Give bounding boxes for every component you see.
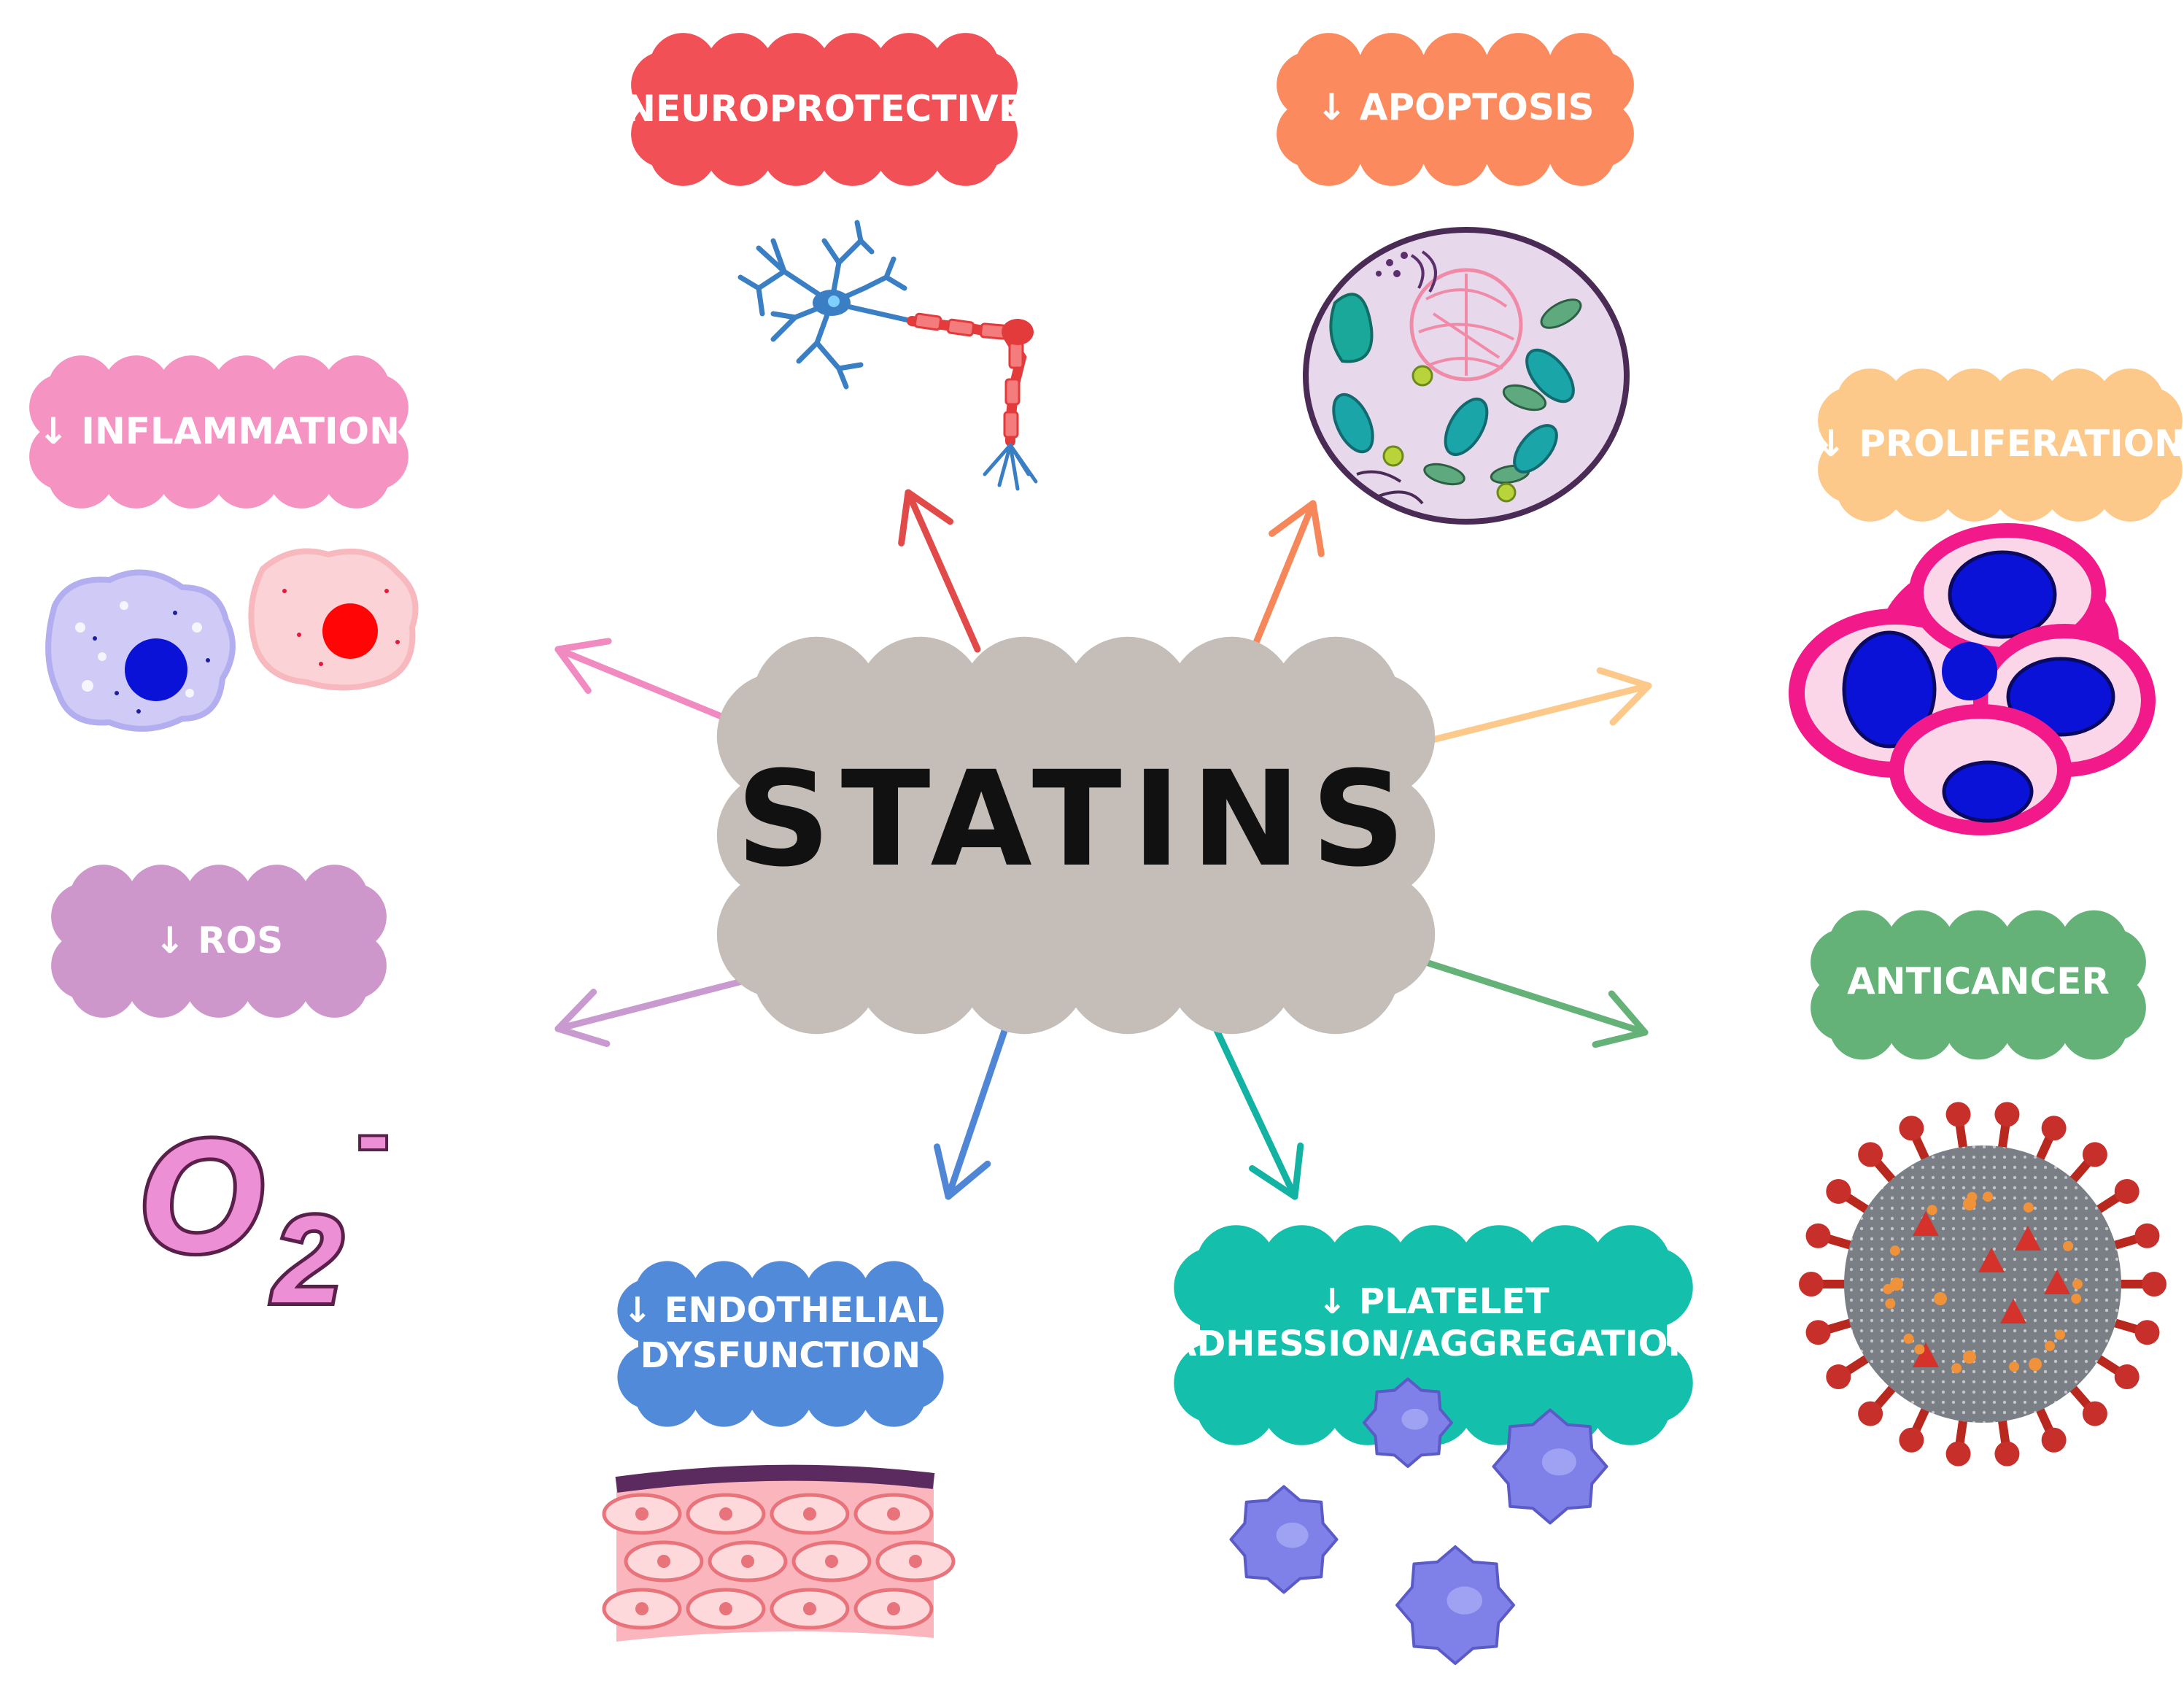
- node-inflammation: ↓ INFLAMMATION: [29, 355, 408, 509]
- node-label-neuroprotective: NEUROPROTECTIVE: [625, 88, 1023, 130]
- immune-cells-icon: [45, 548, 419, 732]
- node-label-platelet-line1: ↓ PLATELET: [1317, 1281, 1549, 1322]
- node-neuroprotective: NEUROPROTECTIVE: [625, 33, 1023, 186]
- node-label-endothelial-line1: ↓ ENDOTHELIAL: [623, 1290, 938, 1331]
- node-platelet: ↓ PLATELET ADHESSION/AGGREGATION: [1169, 1225, 1697, 1445]
- center-cloud: STATINS: [716, 636, 1436, 1035]
- dividing-cells-icon: [1789, 523, 2156, 835]
- animal-cell-icon: [1303, 227, 1630, 525]
- node-label-endothelial-line2: DYSFUNCTION: [640, 1335, 921, 1376]
- node-label-anticancer: ANTICANCER: [1847, 960, 2110, 1002]
- superoxide-subscript: 2: [271, 1191, 343, 1329]
- neuron-icon: [737, 220, 1038, 491]
- virus-icon: [1799, 1102, 2166, 1467]
- node-label-inflammation: ↓ INFLAMMATION: [38, 410, 400, 452]
- endothelium-icon: [602, 1464, 956, 1642]
- superoxide-superscript: -: [357, 1081, 389, 1188]
- node-label-platelet-line2: ADHESSION/AGGREGATION: [1169, 1323, 1697, 1364]
- node-label-proliferation: ↓ PROLIFERATION: [1816, 422, 2184, 465]
- node-ros: ↓ ROS: [51, 865, 387, 1018]
- node-label-ros: ↓ ROS: [155, 919, 283, 962]
- superoxide-o: O: [139, 1106, 263, 1286]
- node-proliferation: ↓ PROLIFERATION: [1816, 368, 2184, 522]
- platelets-icon: [1229, 1377, 1608, 1665]
- node-endothelial: ↓ ENDOTHELIAL DYSFUNCTION: [617, 1261, 944, 1427]
- node-anticancer: ANTICANCER: [1811, 910, 2146, 1060]
- center-label: STATINS: [736, 743, 1416, 896]
- node-label-apoptosis: ↓ APOPTOSIS: [1316, 86, 1594, 128]
- node-apoptosis: ↓ APOPTOSIS: [1277, 33, 1634, 186]
- superoxide-icon: O 2 -: [135, 1078, 392, 1333]
